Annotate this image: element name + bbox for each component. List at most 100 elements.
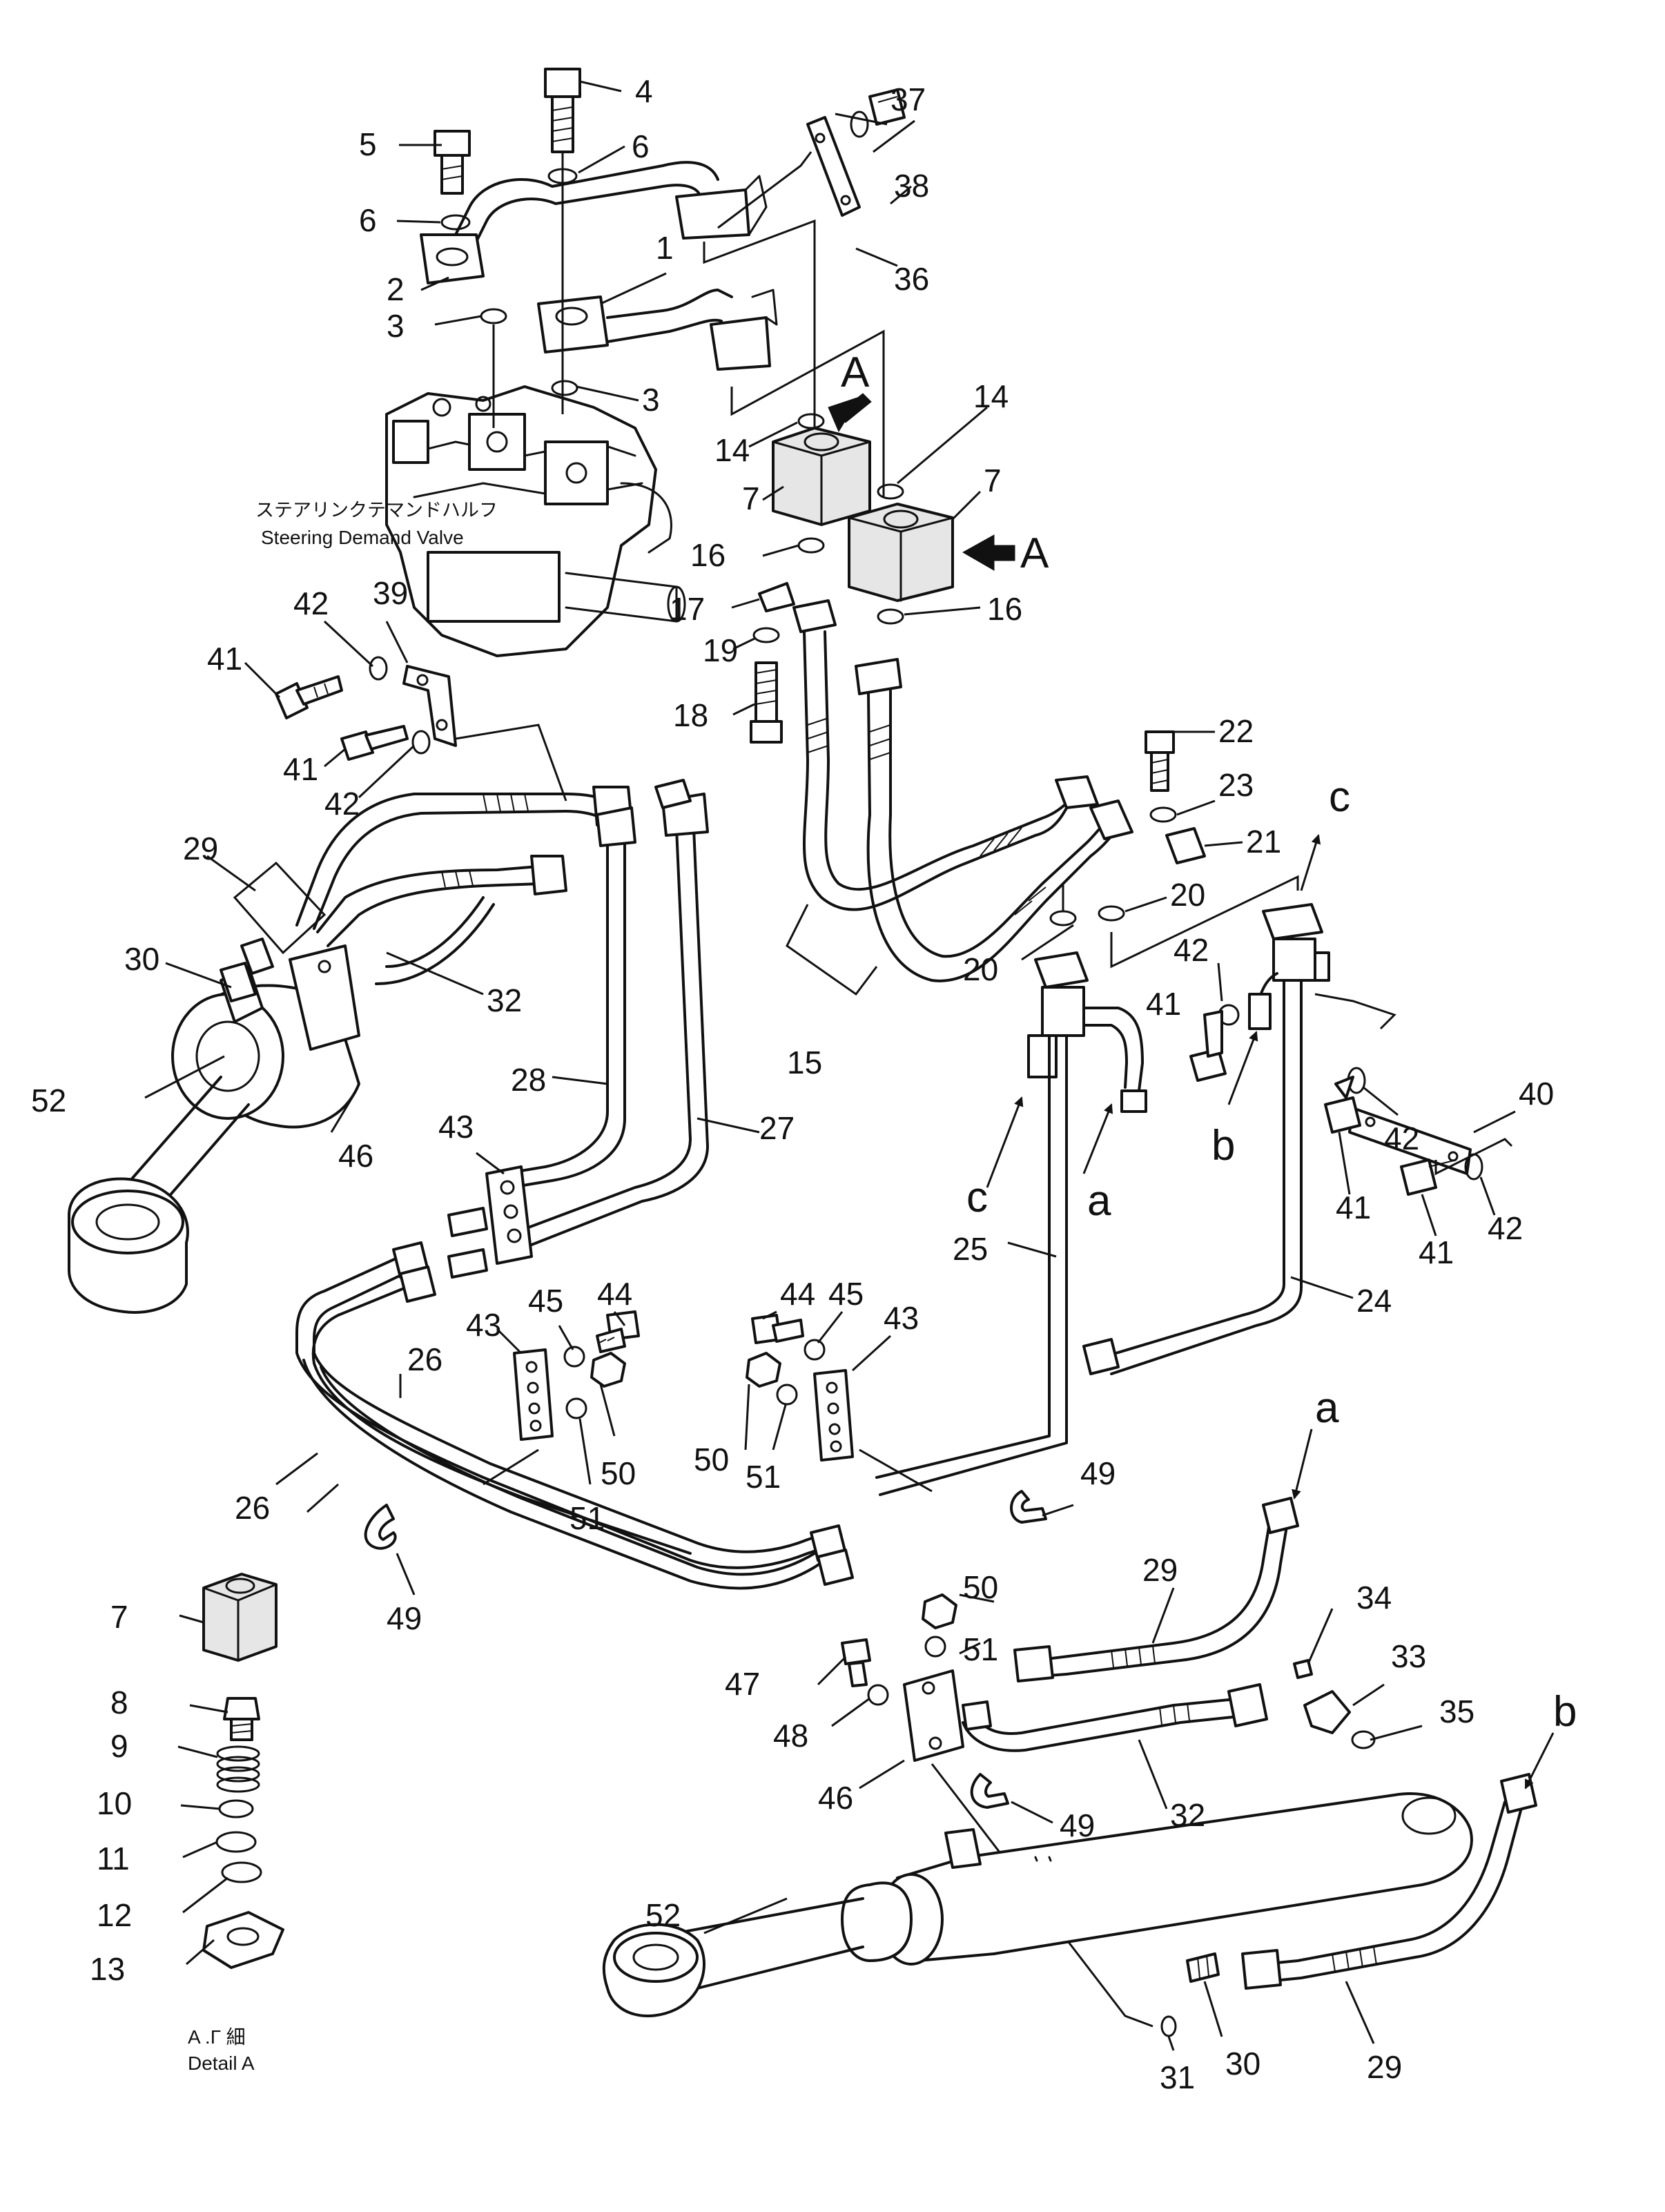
part-number-50-lower: 50	[963, 1569, 998, 1605]
valve-label-jp: ステアリンクテマンドハルフ	[255, 500, 498, 521]
arrow-b-lower	[1524, 1732, 1555, 1789]
part-number-42-right-b: 42	[1488, 1210, 1523, 1246]
part-number-20-left: 20	[963, 951, 998, 987]
detail-a-ring-12	[221, 1861, 262, 1883]
part-number-43-upper: 43	[438, 1109, 474, 1145]
arrow-a-lower	[1292, 1428, 1313, 1500]
view-letter-a-lower: a	[1315, 1384, 1339, 1432]
part-number-30-lower: 30	[1225, 2046, 1260, 2082]
part-number-42-right-a: 42	[1384, 1120, 1419, 1156]
part-number-50-right: 50	[694, 1442, 729, 1477]
part-number-38: 38	[894, 168, 929, 204]
bolt-41-right-a	[1324, 1076, 1361, 1134]
view-letter-c-lower: c	[966, 1174, 988, 1221]
tube-2	[420, 161, 768, 284]
detail-a-label-en: Detail A	[188, 2053, 255, 2074]
clip-49-lower	[970, 1773, 1009, 1809]
o-ring-16-left	[797, 537, 825, 554]
part-number-15: 15	[787, 1045, 822, 1080]
part-number-41-mid: 41	[1146, 986, 1181, 1022]
part-number-44-left: 44	[597, 1276, 632, 1312]
bolt-44-right	[751, 1314, 804, 1344]
part-number-6-top: 6	[632, 128, 650, 164]
leader-lines	[144, 80, 1516, 2051]
bolt-41-left-b	[340, 725, 409, 761]
view-letter-b-lower: b	[1553, 1688, 1577, 1736]
part-number-44-right: 44	[780, 1276, 815, 1312]
washer-23	[1149, 806, 1177, 823]
part-number-29-lower-right: 29	[1367, 2049, 1402, 2085]
tee-block-24	[1248, 903, 1330, 1030]
part-number-14-left: 14	[714, 432, 750, 468]
part-number-7-detail: 7	[110, 1599, 128, 1635]
part-number-12: 12	[97, 1897, 132, 1933]
tube-25-inner	[879, 1034, 1068, 1496]
washer-51-right	[776, 1384, 798, 1406]
washer-42-left-a	[369, 656, 388, 681]
part-number-33: 33	[1391, 1638, 1426, 1674]
bolt-18	[750, 661, 783, 744]
tube-1	[537, 289, 778, 371]
hose-32-lower	[962, 1683, 1268, 1752]
washer-42-left-b	[411, 730, 431, 755]
part-number-36: 36	[894, 261, 929, 297]
part-number-2: 2	[387, 271, 405, 307]
tube-28	[503, 841, 626, 1189]
bolt-37	[868, 88, 906, 126]
view-letter-c-upper: c	[1329, 773, 1350, 821]
part-number-10: 10	[97, 1785, 132, 1821]
part-number-51-left: 51	[569, 1500, 605, 1536]
part-number-34: 34	[1356, 1580, 1392, 1616]
o-ring-20-right	[1098, 905, 1125, 922]
hose-29-lower	[1013, 1497, 1299, 1682]
part-number-52-left: 52	[31, 1083, 66, 1118]
washer-42-right-b	[1464, 1153, 1483, 1181]
part-number-17: 17	[670, 591, 705, 627]
bolt-22	[1145, 730, 1175, 792]
part-number-32-left: 32	[487, 982, 522, 1018]
hose-32-left	[316, 855, 567, 985]
tube-24-outer	[1103, 979, 1285, 1358]
part-number-48: 48	[773, 1718, 808, 1754]
part-number-42-left-b: 42	[324, 786, 360, 822]
part-number-43-lower-right: 43	[884, 1300, 919, 1336]
part-number-4: 4	[635, 73, 653, 109]
bolt-41-mid	[1189, 1010, 1227, 1082]
o-ring-3-upper	[480, 308, 507, 324]
elbow-33	[1303, 1690, 1351, 1734]
bolt-41-right-b	[1400, 1158, 1457, 1196]
part-number-labels: 4 5 6 6 2 1 3 3 14 7 16 17 19 18 14 7 16…	[31, 73, 1554, 2095]
view-arrow-a-upper	[828, 393, 872, 433]
tube-24-inner	[1110, 979, 1303, 1375]
part-number-21: 21	[1246, 824, 1281, 860]
part-number-41-right-b: 41	[1419, 1234, 1454, 1270]
part-number-51-right: 51	[746, 1459, 781, 1495]
view-letter-b-middle: b	[1211, 1122, 1235, 1170]
nut-50-right	[746, 1352, 781, 1388]
nut-50-lower	[922, 1593, 957, 1629]
part-number-3-right: 3	[642, 382, 660, 418]
tube-27	[523, 827, 709, 1248]
bolt-4	[544, 68, 581, 153]
part-number-24: 24	[1356, 1283, 1392, 1319]
o-ring-14-right	[877, 483, 904, 500]
detail-a-valve-7	[202, 1573, 278, 1662]
view-letter-a-upper: A	[841, 349, 870, 396]
part-number-35: 35	[1439, 1694, 1474, 1729]
part-number-30-left: 30	[124, 941, 159, 977]
o-ring-31	[1160, 2015, 1177, 2037]
bracket-46-lower	[903, 1669, 992, 1762]
part-number-5: 5	[359, 126, 377, 162]
fitting-30-lower	[1186, 1952, 1220, 1983]
split-flange-17	[758, 582, 795, 612]
part-number-7-right: 7	[984, 463, 1002, 498]
clamp-43-lower-left	[513, 1348, 554, 1441]
part-number-16-right: 16	[987, 591, 1022, 627]
view-letter-a-middle: a	[1087, 1177, 1111, 1225]
bracket-39	[402, 665, 457, 747]
part-number-32-lower: 32	[1170, 1797, 1205, 1833]
part-number-31: 31	[1160, 2059, 1195, 2095]
valve-7-right	[848, 503, 954, 602]
detail-a-spring-9	[216, 1745, 260, 1793]
fitting-28-top	[596, 806, 636, 847]
